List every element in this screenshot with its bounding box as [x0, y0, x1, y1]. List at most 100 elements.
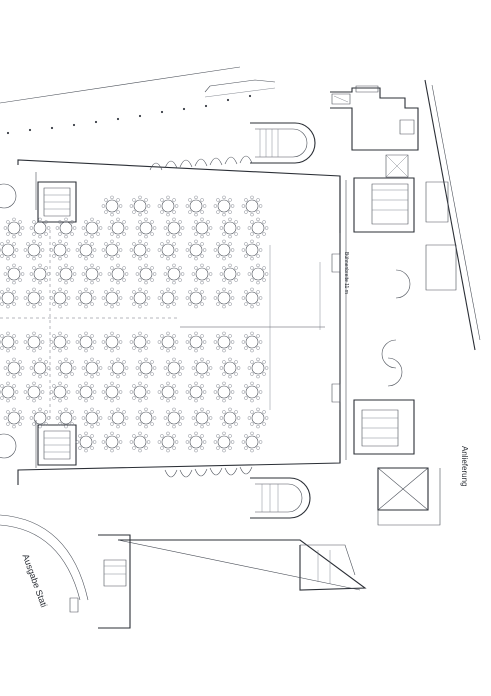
chair: [257, 347, 260, 350]
chair: [65, 425, 68, 428]
chair: [223, 196, 226, 199]
chair: [251, 213, 254, 216]
chair: [145, 281, 148, 284]
chair: [52, 290, 55, 293]
chair: [223, 382, 226, 385]
chair: [108, 227, 111, 230]
chair: [6, 279, 9, 282]
chair: [59, 382, 62, 385]
chair: [147, 391, 150, 394]
chair: [257, 242, 260, 245]
chair: [117, 211, 120, 214]
chair: [139, 240, 142, 243]
chair: [71, 266, 74, 269]
chair: [104, 211, 107, 214]
planters-north: [150, 156, 252, 170]
chair: [257, 198, 260, 201]
round-table: [214, 382, 234, 402]
chair: [52, 303, 55, 306]
chair: [13, 218, 16, 221]
round-table: [242, 432, 262, 452]
chair: [251, 349, 254, 352]
chair: [26, 347, 29, 350]
round-table: [158, 382, 178, 402]
chair: [119, 205, 122, 208]
chair: [229, 425, 232, 428]
round-table: [192, 218, 212, 238]
chair: [145, 447, 148, 450]
chair: [151, 373, 154, 376]
chair: [117, 384, 120, 387]
chair: [13, 281, 16, 284]
chair: [108, 367, 111, 370]
chair: [26, 334, 29, 337]
chair: [7, 349, 10, 352]
chair: [186, 249, 189, 252]
chair: [145, 375, 148, 378]
chair: [136, 417, 139, 420]
chair: [39, 397, 42, 400]
chair: [222, 220, 225, 223]
chair: [160, 447, 163, 450]
chair: [173, 218, 176, 221]
chair: [145, 242, 148, 245]
chair: [123, 360, 126, 363]
chair: [139, 257, 142, 260]
chair: [173, 347, 176, 350]
chair: [33, 332, 36, 335]
round-table: [214, 432, 234, 452]
round-table: [108, 264, 128, 284]
chair: [175, 391, 178, 394]
chair: [136, 273, 139, 276]
chair: [257, 434, 260, 437]
chair: [229, 408, 232, 411]
chair: [13, 397, 16, 400]
chair: [195, 382, 198, 385]
chair: [6, 410, 9, 413]
chair: [110, 233, 113, 236]
chair: [0, 249, 1, 252]
chair: [151, 410, 154, 413]
chair: [192, 273, 195, 276]
chair: [164, 367, 167, 370]
chair: [52, 384, 55, 387]
chair: [39, 408, 42, 411]
chair: [160, 434, 163, 437]
chair: [65, 235, 68, 238]
chair: [91, 235, 94, 238]
chair: [6, 266, 9, 269]
round-table: [50, 240, 70, 260]
chair: [164, 227, 167, 230]
chair: [26, 303, 29, 306]
round-table: [50, 288, 70, 308]
chair: [188, 384, 191, 387]
chair: [251, 382, 254, 385]
south-ramp: [118, 540, 365, 590]
chair: [132, 447, 135, 450]
chair: [186, 391, 189, 394]
chair: [173, 264, 176, 267]
chair: [207, 423, 210, 426]
chair: [119, 341, 122, 344]
northeast-service-block: [330, 80, 480, 350]
chair: [26, 255, 29, 258]
chair: [151, 220, 154, 223]
chair: [201, 334, 204, 337]
chair: [45, 279, 48, 282]
chair: [201, 425, 204, 428]
chair: [58, 410, 61, 413]
chair: [99, 227, 102, 230]
round-table: [186, 196, 206, 216]
southwest-kiosk: [0, 515, 130, 628]
chair: [65, 303, 68, 306]
chair: [220, 367, 223, 370]
south-stair: [250, 478, 310, 518]
chair: [145, 290, 148, 293]
chair: [257, 375, 260, 378]
chair: [85, 332, 88, 335]
north-facade-dots: [6, 94, 252, 135]
chair: [32, 279, 35, 282]
chair: [58, 220, 61, 223]
chair: [65, 255, 68, 258]
round-table: [136, 264, 156, 284]
